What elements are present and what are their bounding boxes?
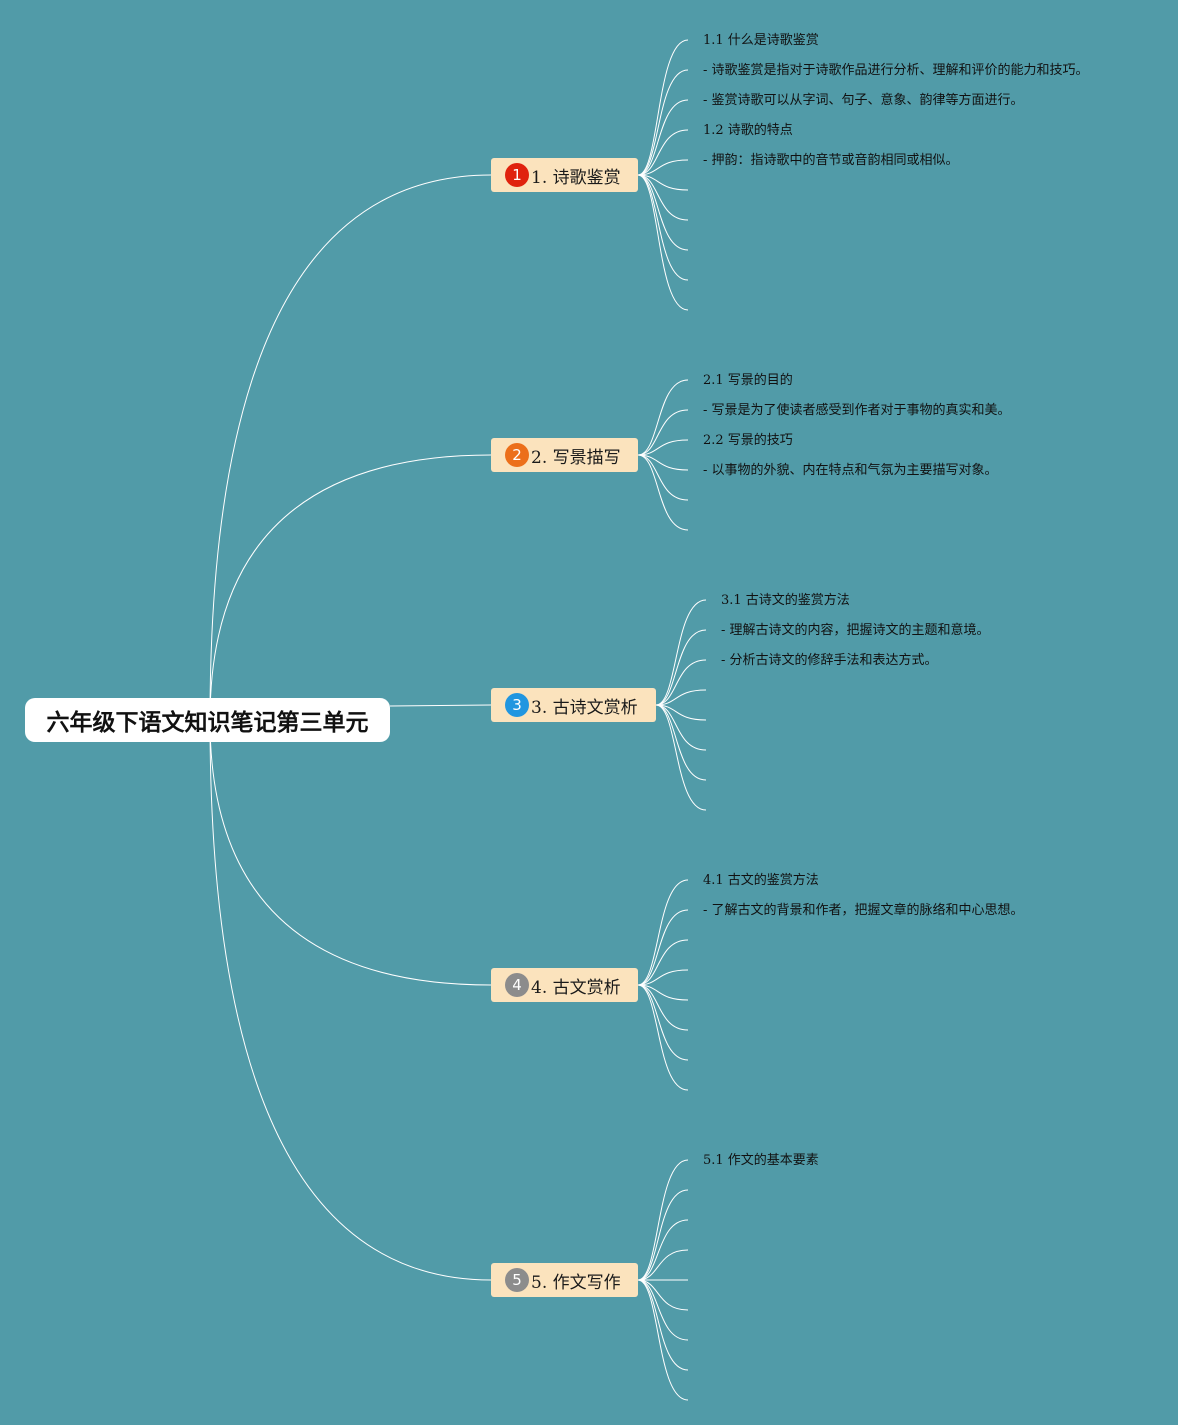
root-connector	[209, 174, 492, 721]
leaf-connector	[637, 174, 689, 251]
leaf-connector	[637, 1279, 689, 1311]
leaf-connector	[637, 1189, 689, 1281]
root-topic[interactable]: 六年级下语文知识笔记第三单元	[25, 698, 390, 742]
leaf-connector	[637, 939, 689, 986]
branch-topic-5[interactable]: 5 5. 作文写作	[491, 1263, 638, 1297]
leaf-connector	[637, 1279, 689, 1341]
leaf-connector	[637, 174, 689, 311]
branch-label: 5. 作文写作	[531, 1272, 621, 1293]
branch-topic-2[interactable]: 2 2. 写景描写	[491, 438, 638, 472]
root-connector	[209, 719, 492, 1281]
branch-label: 4. 古文赏析	[531, 977, 621, 998]
leaf-connector	[637, 1219, 689, 1281]
branch-label: 1. 诗歌鉴赏	[531, 167, 621, 188]
priority-1-icon: 1	[505, 163, 529, 187]
leaf-connector	[637, 1279, 689, 1401]
root-connector	[209, 454, 492, 721]
leaf-topic[interactable]: 2.1 写景的目的	[703, 373, 793, 388]
branch-topic-3[interactable]: 3 3. 古诗文赏析	[491, 688, 656, 722]
leaf-connector	[637, 969, 689, 986]
priority-5-icon: 5	[505, 1268, 529, 1292]
leaf-topic[interactable]: 2.2 写景的技巧	[703, 433, 793, 448]
leaf-connector	[637, 174, 689, 191]
leaf-connector	[637, 1249, 689, 1281]
leaf-connector	[637, 984, 689, 1031]
leaf-connector	[655, 704, 707, 781]
branch-label: 2. 写景描写	[531, 447, 621, 468]
root-connector	[389, 704, 492, 707]
leaf-topic[interactable]: - 押韵：指诗歌中的音节或音韵相同或相似。	[703, 153, 959, 168]
leaf-connector	[637, 99, 689, 176]
leaf-topic[interactable]: - 写景是为了使读者感受到作者对于事物的真实和美。	[703, 403, 1011, 418]
leaf-topic[interactable]: - 理解古诗文的内容，把握诗文的主题和意境。	[721, 623, 990, 638]
leaf-connector	[637, 984, 689, 1061]
leaf-topic[interactable]: 1.2 诗歌的特点	[703, 123, 793, 138]
leaf-connector	[637, 984, 689, 1001]
leaf-topic[interactable]: - 了解古文的背景和作者，把握文章的脉络和中心思想。	[703, 903, 1024, 918]
leaf-connector	[655, 704, 707, 721]
leaf-topic[interactable]: 4.1 古文的鉴赏方法	[703, 873, 819, 888]
leaf-connector	[655, 704, 707, 751]
leaf-connector	[637, 454, 689, 531]
leaf-connector	[637, 879, 689, 986]
leaf-topic[interactable]: - 分析古诗文的修辞手法和表达方式。	[721, 653, 938, 668]
priority-2-icon: 2	[505, 443, 529, 467]
leaf-connector	[637, 454, 689, 471]
root-connector	[209, 719, 492, 986]
leaf-connector	[655, 659, 707, 706]
leaf-connector	[655, 689, 707, 706]
priority-4-icon: 4	[505, 973, 529, 997]
leaf-topic[interactable]: - 鉴赏诗歌可以从字词、句子、意象、韵律等方面进行。	[703, 93, 1024, 108]
branch-topic-4[interactable]: 4 4. 古文赏析	[491, 968, 638, 1002]
leaf-connector	[637, 39, 689, 176]
branch-topic-1[interactable]: 1 1. 诗歌鉴赏	[491, 158, 638, 192]
leaf-connector	[655, 629, 707, 706]
leaf-connector	[637, 379, 689, 456]
leaf-connector	[655, 704, 707, 811]
leaf-connector	[637, 909, 689, 986]
leaf-topic[interactable]: 5.1 作文的基本要素	[703, 1153, 819, 1168]
leaf-topic[interactable]: 1.1 什么是诗歌鉴赏	[703, 33, 819, 48]
leaf-connector	[637, 439, 689, 456]
leaf-connector	[637, 174, 689, 221]
leaf-connector	[637, 159, 689, 176]
leaf-connector	[637, 454, 689, 501]
leaf-connector	[637, 409, 689, 456]
leaf-connector	[637, 69, 689, 176]
leaf-connector	[637, 984, 689, 1091]
branch-label: 3. 古诗文赏析	[531, 697, 638, 718]
leaf-topic[interactable]: - 诗歌鉴赏是指对于诗歌作品进行分析、理解和评价的能力和技巧。	[703, 63, 1089, 78]
leaf-topic[interactable]: - 以事物的外貌、内在特点和气氛为主要描写对象。	[703, 463, 998, 478]
leaf-topic[interactable]: 3.1 古诗文的鉴赏方法	[721, 593, 850, 608]
leaf-connector	[637, 129, 689, 176]
priority-3-icon: 3	[505, 693, 529, 717]
leaf-connector	[655, 599, 707, 706]
leaf-connector	[637, 1159, 689, 1281]
